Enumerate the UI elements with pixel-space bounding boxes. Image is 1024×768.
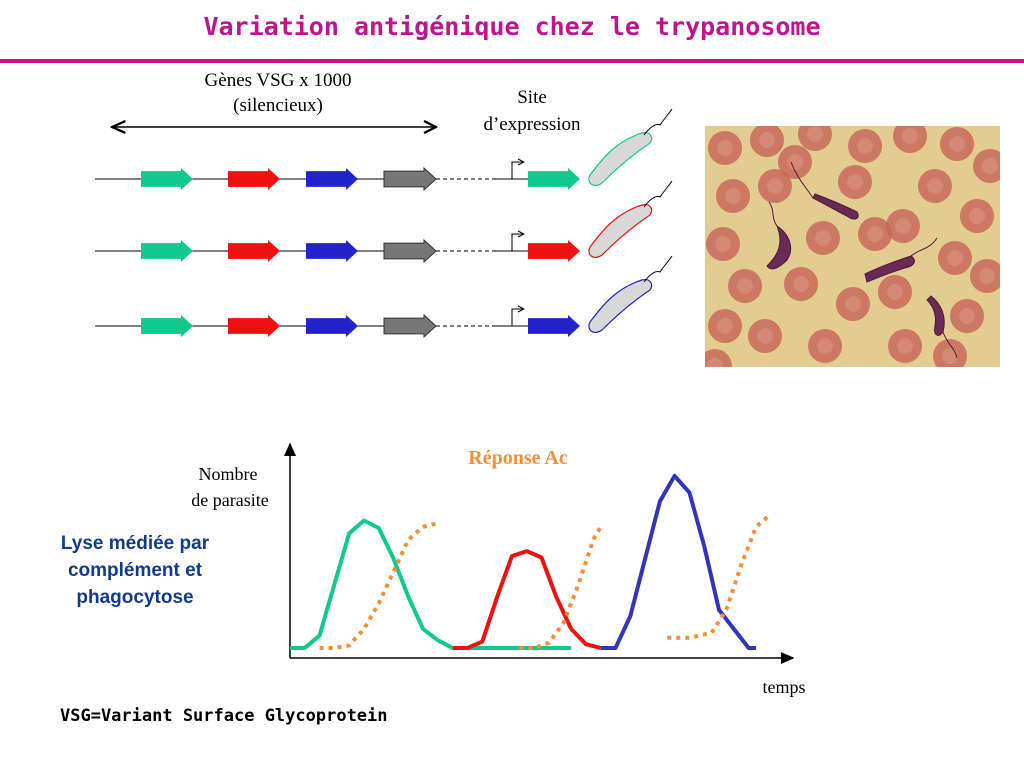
lysis-text-line1: Lyse médiée par [60, 533, 210, 554]
vsg-gene-arrow [383, 166, 437, 192]
trypanosome-icon [588, 204, 653, 259]
antibody-response-series [519, 525, 603, 650]
vsg-gene-arrow [228, 240, 280, 262]
antibody-response-series [319, 521, 439, 650]
vsg-gene-arrow [141, 315, 193, 337]
site-label-line2: d’expression [483, 114, 581, 135]
trypanosome-icon [588, 132, 653, 187]
slide-title: Variation antigénique chez le trypanosom… [203, 12, 821, 41]
lysis-text: Lyse médiée par complément et phagocytos… [30, 530, 240, 611]
antibody-response-series [667, 512, 773, 640]
expressed-gene-arrow [528, 240, 580, 262]
vsg-gene-arrow [383, 238, 437, 264]
y-axis-label-line1: Nombre [199, 464, 258, 484]
parasite-wave-series [452, 549, 573, 650]
parasite-count-chart: Nombre de parasite temps Réponse Ac [191, 442, 806, 697]
trypanosome-1 [812, 193, 859, 220]
trypanosome-3 [864, 255, 915, 283]
vsg-gene-arrow [306, 240, 358, 262]
lysis-text-line3: phagocytose [76, 587, 194, 608]
promoter-arrow-icon [511, 234, 524, 251]
trypanosome-4 [926, 295, 945, 336]
vsg-gene-diagram: Gènes VSG x 1000 (silencieux) Site d’exp… [95, 70, 673, 339]
lysis-text-line2: complément et [67, 560, 203, 581]
vsg-gene-arrow [383, 313, 437, 339]
expressed-gene-arrow [528, 168, 580, 190]
gene-row [95, 255, 673, 339]
antibody-response-label: Réponse Ac [468, 447, 568, 469]
footer-note: VSG=Variant Surface Glycoprotein [60, 706, 388, 726]
trypanosome-2 [766, 224, 792, 270]
blood-smear-photo [705, 126, 1000, 367]
site-label-line1: Site [517, 87, 547, 108]
vsg-gene-arrow [306, 315, 358, 337]
title-underline [0, 59, 1024, 63]
expressed-gene-arrow [528, 315, 580, 337]
vsg-gene-arrow [228, 315, 280, 337]
gene-row [95, 180, 673, 264]
genes-label-line1: Gènes VSG x 1000 [205, 70, 352, 91]
parasite-wave-series [290, 518, 572, 650]
parasite-wave-series [569, 627, 602, 650]
promoter-arrow-icon [511, 309, 524, 326]
genes-label-line2: (silencieux) [233, 95, 323, 116]
promoter-arrow-icon [511, 162, 524, 179]
vsg-gene-arrow [141, 168, 193, 190]
trypanosome-icon [588, 279, 653, 334]
vsg-gene-arrow [141, 240, 193, 262]
y-axis-label-line2: de parasite [191, 490, 268, 510]
x-axis-label: temps [763, 677, 806, 697]
gene-row [95, 108, 673, 192]
vsg-gene-arrow [228, 168, 280, 190]
parasite-wave-series [600, 473, 756, 650]
vsg-gene-arrow [306, 168, 358, 190]
